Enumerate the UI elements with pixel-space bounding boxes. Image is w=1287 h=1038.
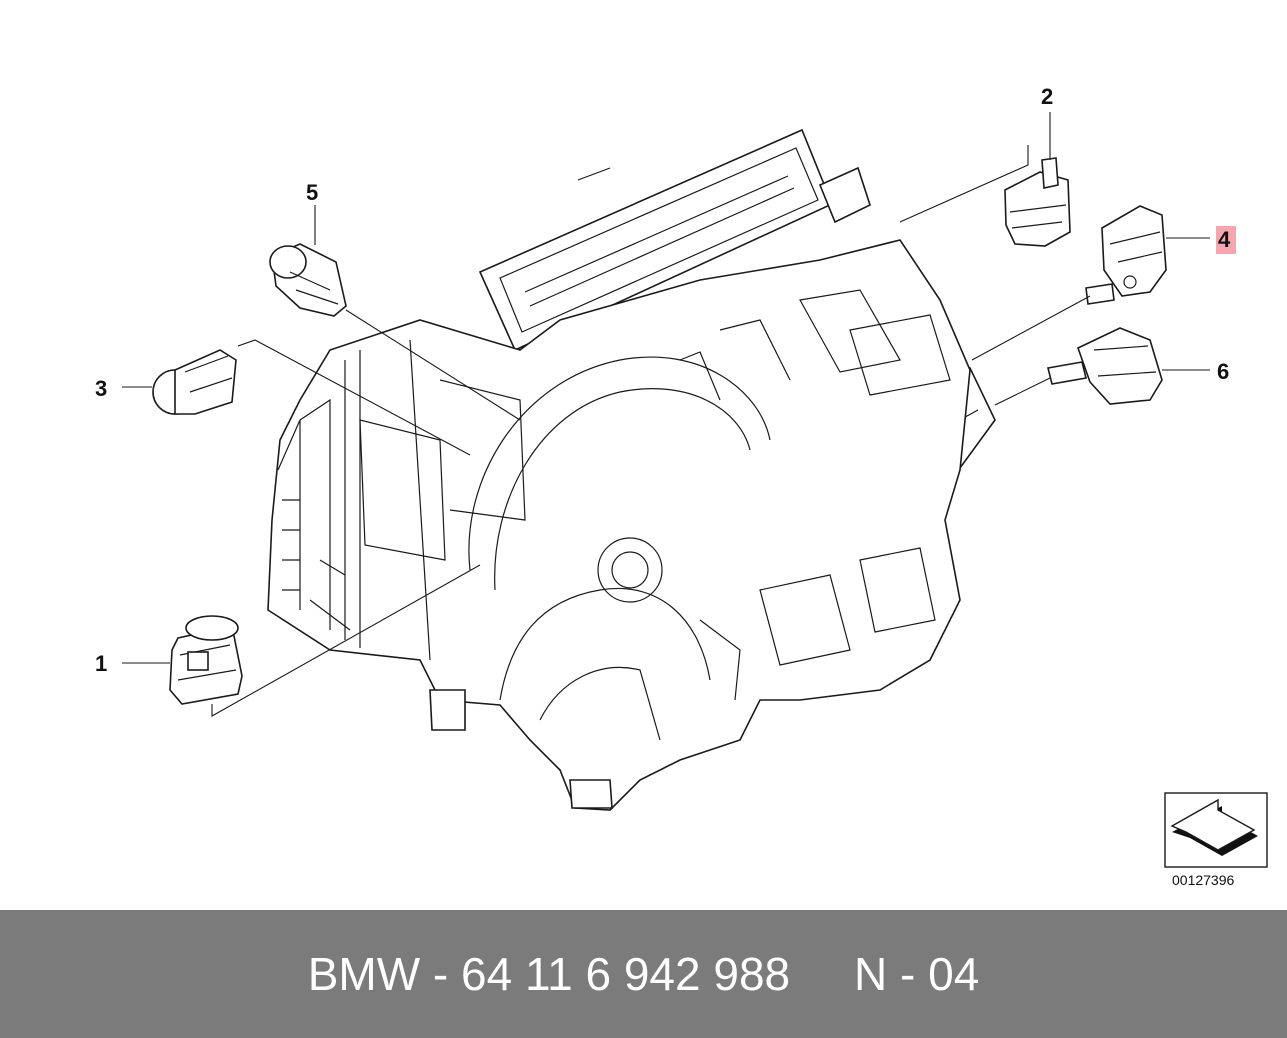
hvac-housing [267, 128, 996, 811]
servo-motor-5 [269, 243, 347, 317]
callout-2: 2 [1041, 84, 1053, 109]
servo-motor-3 [152, 349, 237, 415]
callout-labels: 1 2 3 4 5 6 [95, 84, 1236, 676]
leader-lines [122, 112, 1210, 717]
parts-diagram: 1 2 3 4 5 6 00127396 [95, 84, 1268, 888]
callout-1: 1 [95, 651, 107, 676]
reference-number: 00127396 [1172, 872, 1235, 888]
callout-5: 5 [306, 180, 318, 205]
orientation-arrow-icon [1164, 792, 1268, 868]
servo-motor-2 [1004, 157, 1071, 247]
callout-6: 6 [1217, 359, 1229, 384]
callout-4-highlight [1216, 226, 1236, 254]
callout-3: 3 [95, 376, 107, 401]
servo-motor-1 [169, 615, 243, 705]
servo-motor-6 [1047, 327, 1163, 405]
part-number-text: BMW - 64 11 6 942 988 N - 04 [307, 948, 980, 1000]
servo-motor-4 [1085, 205, 1167, 305]
part-number-banner: BMW - 64 11 6 942 988 N - 04 [0, 910, 1287, 1038]
callout-4: 4 [1218, 227, 1231, 252]
